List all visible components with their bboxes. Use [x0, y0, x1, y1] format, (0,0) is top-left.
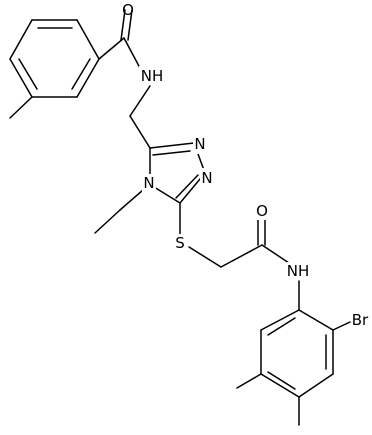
top-benzene-ring — [9, 19, 100, 98]
svg-text:O: O — [256, 202, 268, 220]
ch2-triazole-bond — [129, 115, 151, 149]
bottom-c-n-bond — [261, 244, 290, 264]
top-c-n-bond — [123, 37, 141, 69]
atom-label-br: Br — [352, 311, 369, 329]
s-ch2-bond — [188, 246, 222, 268]
svg-text:O: O — [122, 1, 134, 19]
atom-label-s: S — [173, 234, 187, 252]
bottom-benzene-ring — [260, 309, 334, 398]
svg-text:N: N — [201, 169, 212, 187]
atom-label-n-triazole-2: N — [200, 168, 214, 187]
ethyl-bond-1 — [119, 189, 144, 211]
atom-label-nh-bottom: NH — [287, 262, 310, 280]
atom-label-n-triazole-1: N — [193, 135, 207, 154]
ring-methyl-5-bond — [236, 373, 262, 389]
ch2-carbonyl-bond — [220, 244, 263, 268]
atom-label-nh-top: NH — [139, 66, 163, 85]
svg-text:N: N — [143, 174, 154, 192]
top-carbonyl-bond — [98, 37, 125, 60]
ethyl-bond-2 — [94, 209, 121, 234]
atom-label-o-bottom: O — [255, 202, 269, 220]
svg-text:NH: NH — [287, 262, 310, 280]
atom-label-n-triazole-4: N — [142, 174, 156, 192]
top-co-double-2 — [127, 9, 133, 41]
n-ch2-bond — [129, 85, 151, 117]
top-co-double-1 — [120, 9, 126, 41]
svg-text:N: N — [194, 135, 205, 153]
atom-label-o-top: O — [122, 1, 134, 19]
svg-text:S: S — [175, 234, 185, 252]
svg-text:Br: Br — [352, 311, 369, 329]
svg-text:NH: NH — [141, 67, 164, 85]
triazole-ring — [149, 142, 206, 204]
top-ring-methyl-bond — [9, 96, 33, 119]
ring-br-bond — [332, 321, 351, 331]
